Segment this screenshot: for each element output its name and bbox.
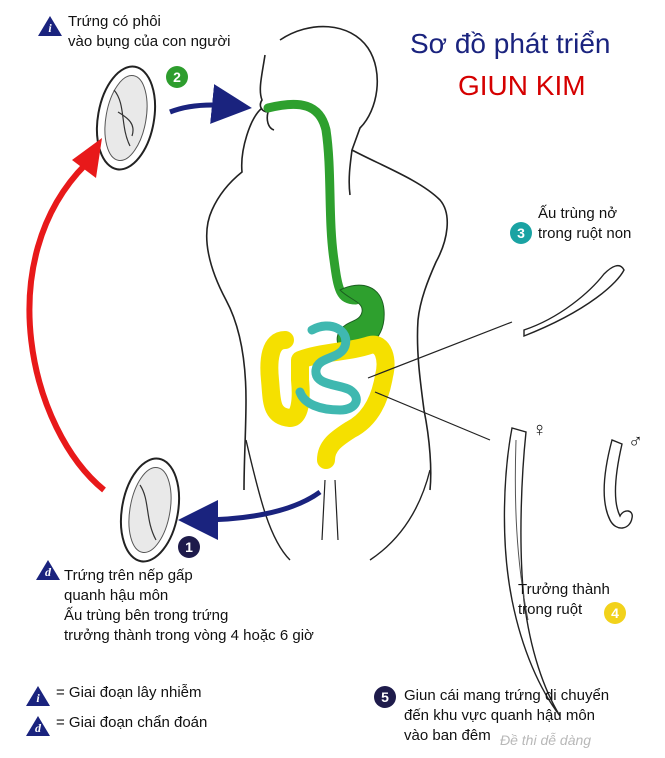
step-4-line-2: trong ruột xyxy=(518,601,583,618)
face-profile xyxy=(259,54,275,131)
watermark: Đề thi dễ dàng xyxy=(500,732,592,748)
step-3-line-2: trong ruột non xyxy=(538,225,632,242)
legend-infective-text: = Giai đoạn lây nhiễm xyxy=(56,684,202,701)
step-5-line-3: vào ban đêm xyxy=(404,727,491,744)
female-symbol: ♀ xyxy=(532,419,547,441)
diagram-subtitle: GIUN KIM xyxy=(458,70,586,101)
female-adult-worm xyxy=(503,427,561,717)
stage-d-line-4: trưởng thành trong vòng 4 hoặc 6 giờ xyxy=(64,627,314,644)
infective-stage-icon: i xyxy=(38,16,62,36)
pointer-line-small-intestine xyxy=(367,321,513,379)
stage-i-line-1: Trứng có phôi xyxy=(68,13,161,30)
male-adult-worm xyxy=(603,439,633,529)
small-intestine xyxy=(295,321,361,415)
embryonated-egg-top xyxy=(95,65,157,171)
egg-perianal xyxy=(119,457,181,563)
ingestion-arrow xyxy=(169,84,252,124)
diagnostic-stage-icon: d xyxy=(36,560,60,580)
legend-diagnostic-text: = Giai đoạn chẩn đoán xyxy=(56,714,208,731)
step-5-badge: 5 xyxy=(374,686,396,708)
human-body-outline xyxy=(205,25,449,491)
legend-infective-icon: i xyxy=(26,686,50,706)
stage-i-line-2: vào bụng của con người xyxy=(68,33,231,50)
diagram-title: Sơ đồ phát triển xyxy=(410,28,611,59)
migration-arrow xyxy=(178,489,322,540)
return-arrow xyxy=(26,161,106,493)
step-4-line-1: Trưởng thành xyxy=(518,581,610,598)
pointer-line-colon xyxy=(374,391,491,441)
stage-d-line-2: quanh hậu môn xyxy=(64,587,169,604)
step-3-badge: 3 xyxy=(510,222,532,244)
stage-d-line-3: Ấu trùng bên trong trứng xyxy=(64,607,229,624)
male-symbol: ♂ xyxy=(628,431,643,453)
step-4-badge: 4 xyxy=(604,602,626,624)
step-2-badge: 2 xyxy=(166,66,188,88)
step-3-line-1: Ấu trùng nở xyxy=(538,205,618,222)
stage-d-line-1: Trứng trên nếp gấp xyxy=(64,567,193,584)
esophagus xyxy=(263,99,361,305)
step-1-badge: 1 xyxy=(178,536,200,558)
step-5-line-1: Giun cái mang trứng di chuyển xyxy=(404,687,610,704)
larva-drawing xyxy=(523,264,625,338)
legend-diagnostic-icon: d xyxy=(26,716,50,736)
step-5-line-2: đến khu vực quanh hậu môn xyxy=(404,707,596,724)
